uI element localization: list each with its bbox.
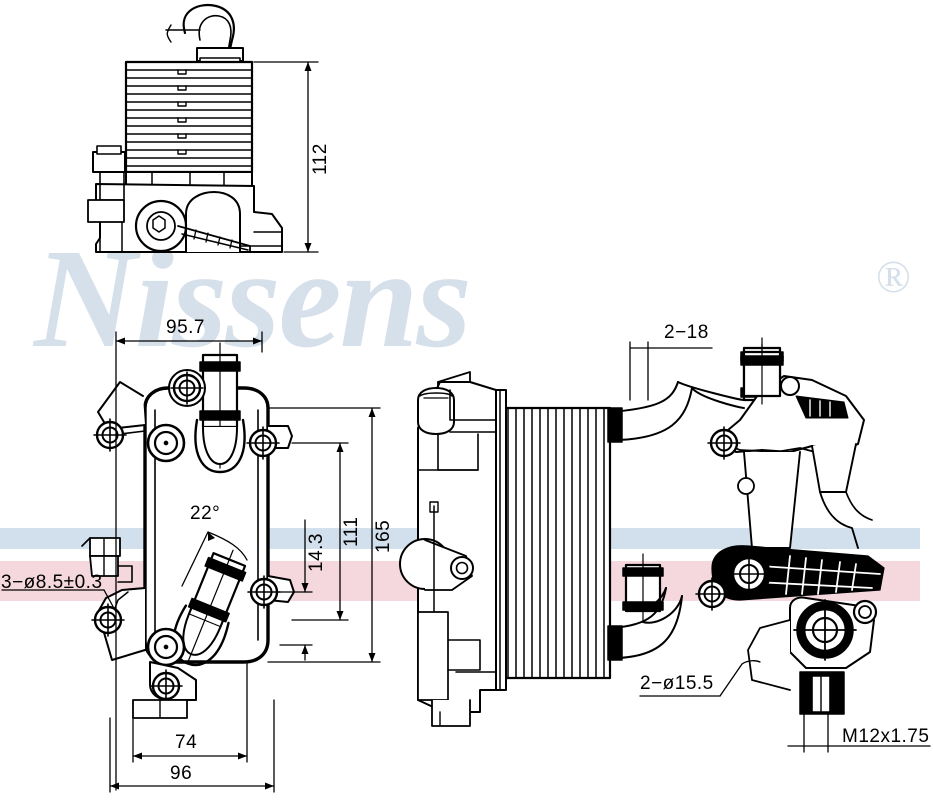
dimension-label-165: 165 bbox=[373, 519, 394, 553]
rear-elevation-view bbox=[694, 343, 885, 715]
dimension-label-3-phi-8-5: 3−ø8.5±0.3 bbox=[1, 572, 103, 593]
dimension-165 bbox=[267, 407, 381, 663]
dimension-label-22-deg: 22° bbox=[190, 503, 221, 524]
dimension-95-7 bbox=[115, 331, 263, 791]
dimension-74 bbox=[132, 661, 248, 763]
dimension-label-95-7: 95.7 bbox=[166, 317, 205, 338]
dimension-label-74: 74 bbox=[175, 732, 198, 753]
dimension-label-m12: M12x1.75 bbox=[842, 726, 930, 747]
dimension-label-111: 111 bbox=[341, 516, 362, 547]
side-elevation-view bbox=[87, 3, 283, 253]
dimension-label-2-18: 2−18 bbox=[664, 322, 709, 343]
dimension-112 bbox=[253, 61, 319, 253]
dimension-96 bbox=[109, 699, 275, 793]
leader-3-hole bbox=[1, 589, 117, 613]
dimension-2-18 bbox=[629, 341, 713, 401]
end-elevation-view bbox=[399, 337, 784, 727]
dimension-14-3 bbox=[279, 519, 313, 661]
dimension-label-14-3: 14.3 bbox=[306, 533, 327, 572]
dimension-label-96: 96 bbox=[170, 763, 193, 784]
dimension-label-112: 112 bbox=[310, 143, 331, 175]
dimension-111 bbox=[291, 442, 349, 621]
hole-lower bbox=[146, 627, 186, 667]
dimension-m12 bbox=[787, 713, 931, 753]
leader-2-phi-15-5 bbox=[639, 660, 761, 697]
front-elevation-view bbox=[81, 342, 295, 719]
dimension-label-2-phi-15-5: 2−ø15.5 bbox=[640, 673, 714, 694]
dimension-22-deg bbox=[181, 531, 248, 587]
hole-upper bbox=[146, 423, 186, 463]
